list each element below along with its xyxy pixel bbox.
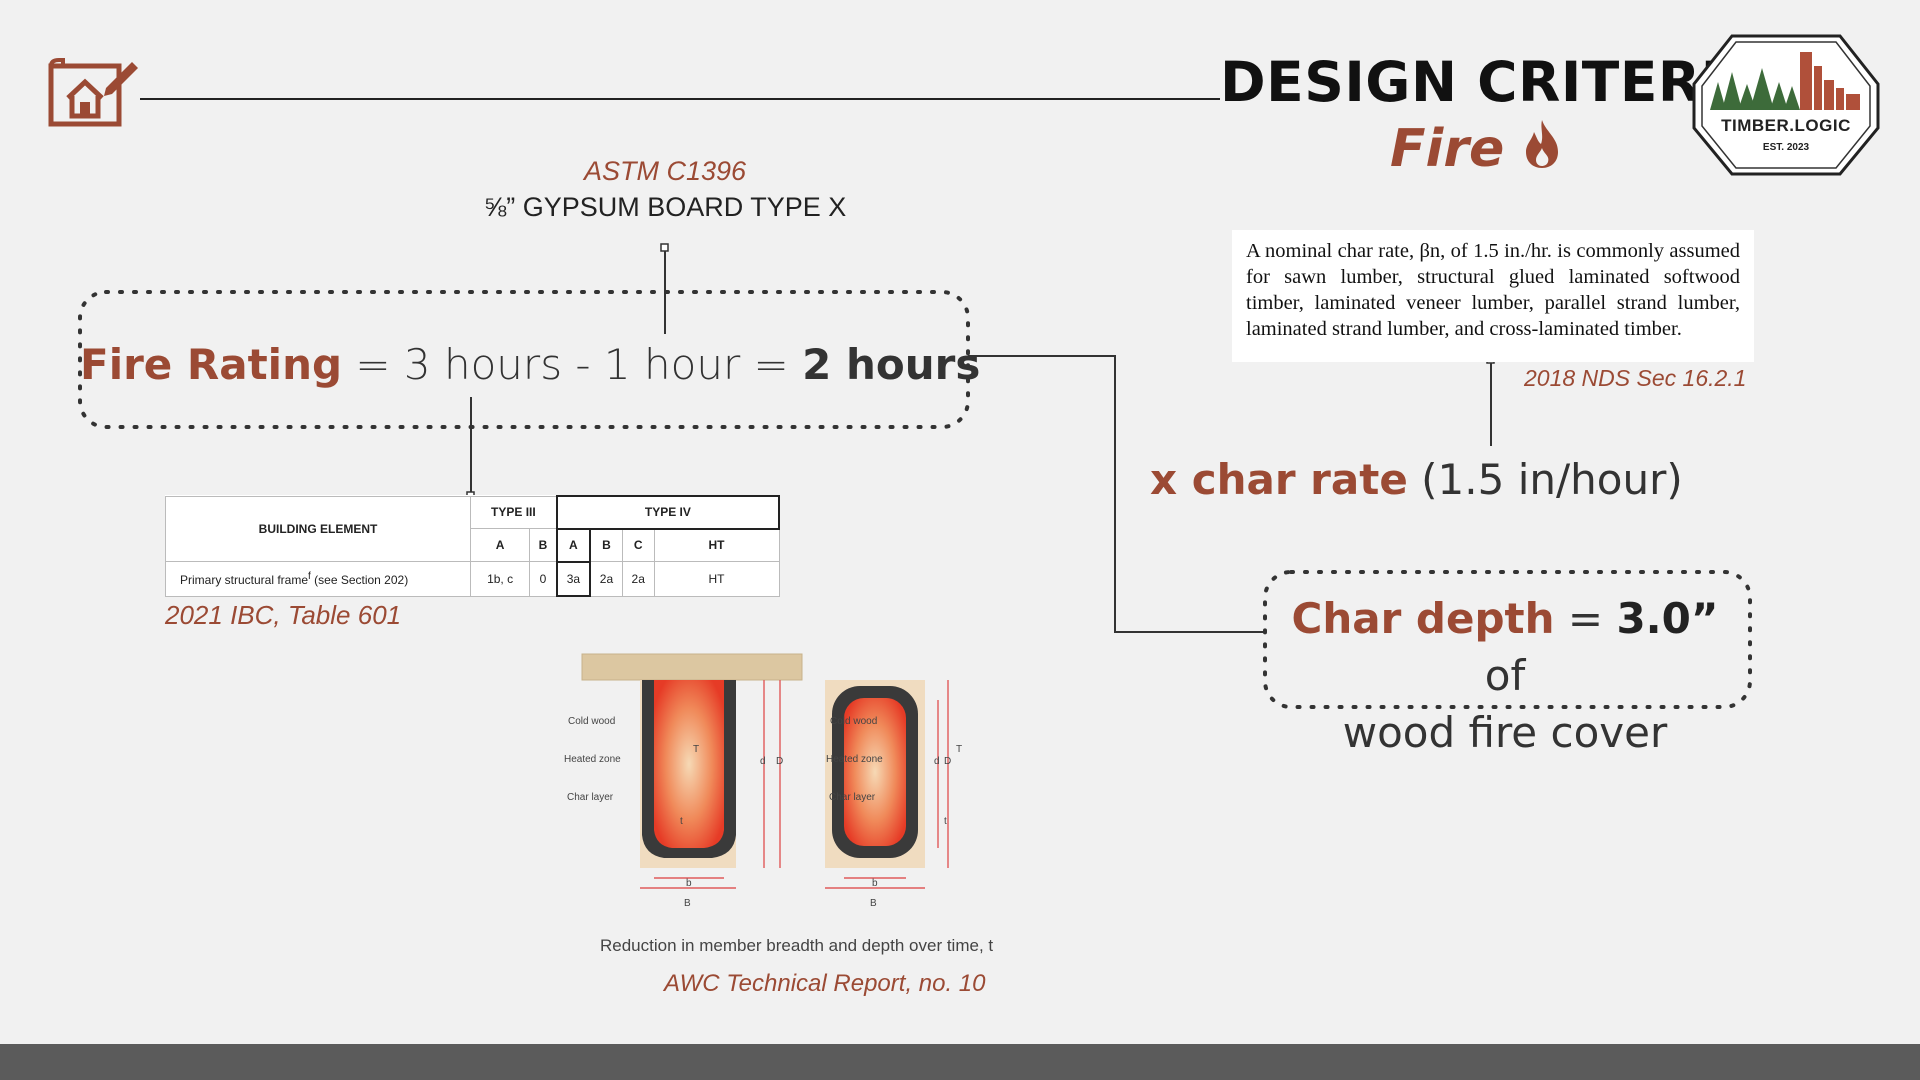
page-title: DESIGN CRITERIA [1220,50,1765,114]
ibc-cell: 3a [555,560,592,598]
awc-citation: AWC Technical Report, no. 10 [664,970,986,997]
fig-dim-d-left: d [760,756,766,767]
figure-caption: Reduction in member breadth and depth ov… [600,936,994,955]
fire-rating-result: 2 hours [802,340,981,389]
fig-dim-T-left: T [693,744,699,755]
fig-dim-T-right: T [956,744,962,755]
ibc-header-element: BUILDING ELEMENT [165,495,471,563]
ibc-header-type3: TYPE III [469,495,558,530]
ibc-sub: C [621,528,655,563]
page-subtitle: Fire [1390,118,1562,179]
gypsum-label: ⅝” GYPSUM BOARD TYPE X [483,192,847,222]
ibc-row-label: Primary structural framef (see Section 2… [165,561,471,597]
fig-dim-b-right: b [872,878,878,889]
ibc-sub: B [589,528,623,563]
fig-label-heated-right: Heated zone [826,754,883,765]
char-rate-label: x char rate [1150,455,1408,504]
fig-dim-t-right: t [944,816,947,827]
char-rate-value: (1.5 in/hour) [1407,455,1683,504]
timber-logic-logo: TIMBER.LOGIC EST. 2023 [1692,32,1880,178]
char-depth-text: Char depth = 3.0” of wood fire cover [1265,590,1745,761]
fig-label-heated-left: Heated zone [564,754,621,765]
blueprint-house-icon [48,58,138,127]
ibc-header-type4: TYPE IV [555,495,781,530]
fig-label-cold-right: Cold wood [830,716,877,727]
fig-label-char-left: Char layer [567,792,614,803]
footer-bar [0,1044,1920,1080]
fig-dim-b-left: b [686,878,692,889]
ibc-sub: B [529,528,558,563]
ibc-citation: 2021 IBC, Table 601 [165,600,402,630]
fig-dim-t-left: t [680,816,683,827]
logo-est: EST. 2023 [1762,142,1810,153]
fig-dim-d-right: d [934,756,940,767]
ibc-cell: 2a [589,561,623,597]
char-depth-label: Char depth [1291,594,1555,643]
fig-label-cold-left: Cold wood [568,716,615,727]
char-diagram: Cold wood Heated zone Char layer Cold wo… [564,653,962,909]
ibc-cell: 1b, c [469,561,531,597]
fire-rating-formula: Fire Rating = 3 hours - 1 hour = 2 hours [80,340,980,389]
char-depth-value: 3.0” [1616,594,1719,643]
logo-badge-icon [1692,34,1880,176]
fire-rating-expression: = 3 hours - 1 hour = [342,340,803,389]
ibc-sub: A [555,527,592,563]
char-rate-text: x char rate (1.5 in/hour) [1150,455,1683,504]
fig-label-char-right: Char layer [829,792,876,803]
nds-quote: A nominal char rate, βn, of 1.5 in./hr. … [1232,230,1754,362]
fig-dim-D-right: D [944,756,951,767]
nds-citation: 2018 NDS Sec 16.2.1 [1524,365,1747,391]
flame-icon [1526,120,1559,168]
fire-rating-label: Fire Rating [80,340,343,389]
ibc-cell: 2a [621,561,655,597]
ibc-sub: HT [653,528,780,563]
fig-dim-B-right: B [870,898,877,909]
ibc-cell: 0 [529,561,558,597]
logo-name: TIMBER.LOGIC [1721,116,1851,135]
fig-dim-D-left: D [776,756,783,767]
ibc-sub: A [469,528,531,563]
gypsum-standard: ASTM C1396 [583,156,747,186]
ibc-table: BUILDING ELEMENT TYPE III TYPE IV A B A … [165,495,781,598]
ibc-cell: HT [653,561,780,597]
fig-dim-B-left: B [684,898,691,909]
char-depth-line2: wood fire cover [1342,708,1668,757]
